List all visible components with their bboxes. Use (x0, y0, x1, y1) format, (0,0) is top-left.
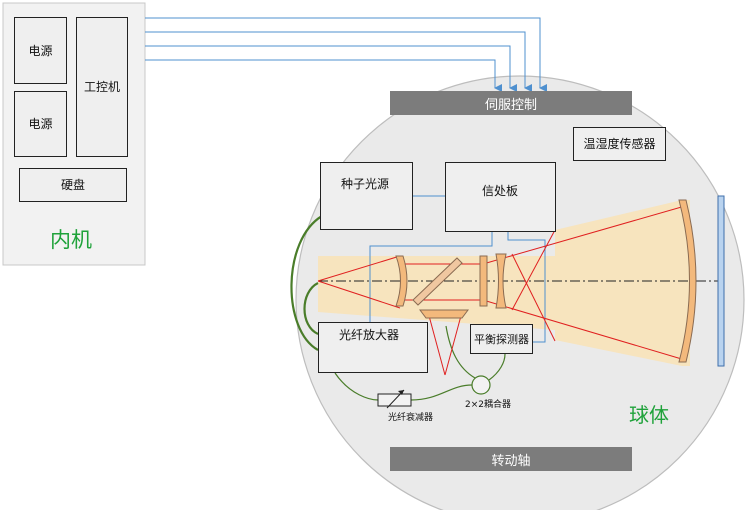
signal-line-board-detector (507, 232, 546, 343)
seed-source-box: 种子光源 (320, 162, 413, 230)
fiber-lines-thin (334, 325, 506, 401)
hard-disk-label: 硬盘 (60, 178, 85, 192)
lens-2 (479, 255, 488, 307)
fiber-seed-amp (290, 215, 323, 351)
signal-board-box: 信处板 (445, 162, 556, 232)
lens-lower (419, 309, 469, 319)
power-label-1: 电源 (28, 43, 53, 58)
servo-control-bar: 伺服控制 (390, 91, 632, 115)
fiber-attenuator-label: 光纤衰减器 (388, 413, 434, 423)
output-window (717, 195, 725, 367)
temp-humidity-sensor-label: 温湿度传感器 (583, 137, 656, 151)
seed-source-label: 种子光源 (341, 177, 390, 191)
temp-humidity-sensor-box: 温湿度传感器 (573, 127, 666, 161)
ray-8 (511, 229, 556, 311)
servo-control-label: 伺服控制 (484, 97, 537, 113)
coupler-circle (471, 375, 491, 395)
fiber-coupler-detector (488, 353, 506, 381)
power-label-2: 电源 (28, 117, 53, 131)
signal-line-3 (145, 45, 517, 92)
signal-line-amp-board (369, 232, 493, 322)
signal-line-2 (145, 31, 532, 92)
balanced-detector-label: 平衡探测器 (474, 332, 529, 346)
beam-region (318, 200, 690, 366)
optical-components (395, 199, 697, 363)
ray-6 (482, 299, 686, 361)
hard-disk-box: 硬盘 (19, 168, 127, 202)
fiber-amp-attenuator (334, 372, 379, 401)
inner-machine-title: 内机 (50, 228, 92, 252)
balanced-detector-box: 平衡探测器 (470, 324, 533, 354)
ray-2 (317, 280, 401, 309)
fiber-coupler-optics (445, 325, 476, 379)
fiber-amplifier-label: 光纤放大器 (339, 328, 400, 342)
ray-9 (427, 311, 446, 376)
rotary-shaft-bar: 转动轴 (390, 447, 632, 471)
signal-line-4 (145, 59, 502, 92)
lens-1 (395, 255, 408, 307)
ray-7 (511, 253, 556, 342)
industrial-pc-label: 工控机 (83, 80, 120, 94)
industrial-pc-box: 工控机 (76, 17, 128, 157)
ray-5 (482, 205, 686, 265)
laser-rays (317, 205, 686, 376)
attenuator-arrowhead (398, 390, 404, 395)
power-box-2: 电源 (14, 91, 67, 157)
coupler-label: 2×2耦合器 (465, 400, 511, 410)
lens-3 (495, 253, 507, 309)
ray-10 (444, 311, 463, 376)
signal-board-label: 信处板 (482, 184, 519, 198)
sphere-title: 球体 (629, 403, 669, 427)
signal-line-1 (145, 17, 547, 92)
rotary-shaft-label: 转动轴 (491, 453, 531, 469)
ray-1 (317, 255, 401, 282)
primary-lens (678, 199, 697, 363)
fiber-lines (290, 215, 323, 351)
power-box-1: 电源 (14, 17, 67, 84)
fiber-amp-optics (303, 282, 319, 336)
fiber-amplifier-box: 光纤放大器 (318, 322, 428, 373)
signal-lines (145, 17, 547, 343)
fiber-attenuator-coupler (410, 384, 473, 401)
beam-splitter (412, 257, 463, 306)
